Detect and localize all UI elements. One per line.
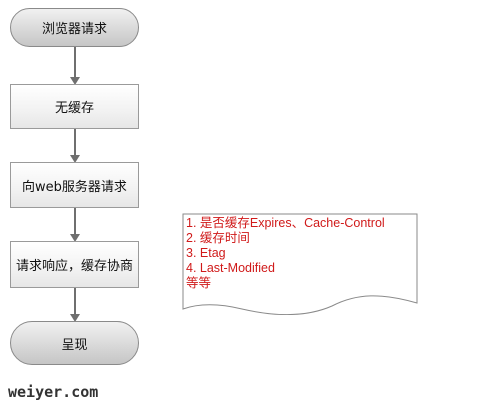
node-label: 浏览器请求 — [41, 22, 107, 37]
note-line: 2. 缓存时间 — [186, 231, 250, 245]
node-no-cache: 无缓存 — [10, 84, 139, 129]
note-document-shape — [182, 213, 418, 315]
node-browser-request: 浏览器请求 — [10, 8, 139, 47]
arrow-2 — [70, 129, 80, 163]
note-line: 1. 是否缓存Expires、Cache-Control — [186, 216, 385, 230]
node-web-server-request: 向web服务器请求 — [10, 162, 139, 208]
node-label: 呈现 — [61, 337, 88, 353]
note-line: 4. Last-Modified — [186, 261, 275, 275]
arrow-1 — [70, 47, 80, 85]
node-label: 无缓存 — [54, 101, 94, 116]
note-line: 等等 — [186, 276, 212, 290]
node-label: 向web服务器请求 — [22, 179, 127, 195]
node-render: 呈现 — [10, 321, 139, 365]
arrow-4 — [70, 288, 80, 322]
note-line: 3. Etag — [186, 246, 226, 260]
node-label: 请求响应，缓存协商 — [15, 259, 133, 274]
note-text: 1. 是否缓存Expires、Cache-Control 2. 缓存时间 3. … — [186, 216, 414, 291]
node-response-cache-negotiation: 请求响应，缓存协商 — [10, 241, 139, 288]
watermark: weiyer.com — [8, 383, 99, 401]
arrow-3 — [70, 208, 80, 242]
